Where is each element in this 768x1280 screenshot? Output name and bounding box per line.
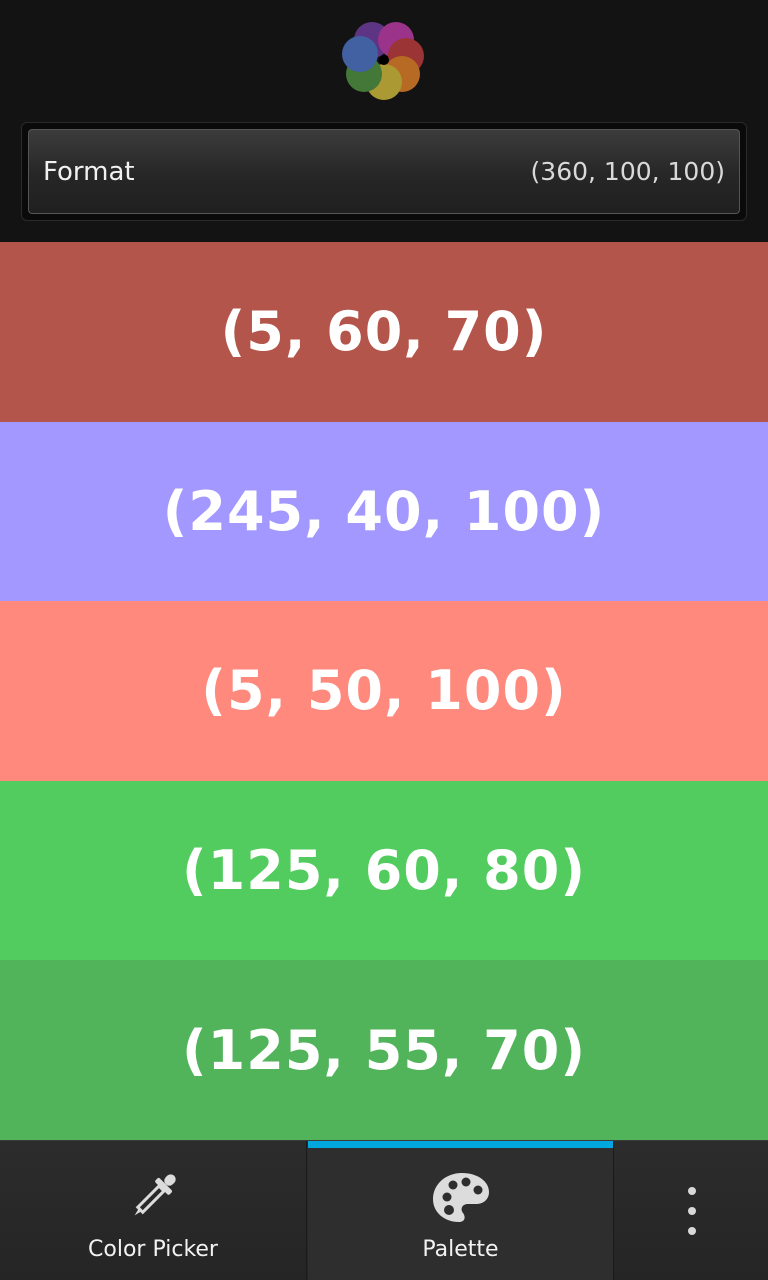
overflow-menu-button[interactable] bbox=[615, 1141, 768, 1280]
swatch-list: (5, 60, 70) (245, 40, 100) (5, 50, 100) … bbox=[0, 242, 768, 1140]
eyedropper-icon bbox=[134, 1174, 176, 1216]
swatch-label: (125, 60, 80) bbox=[182, 839, 586, 903]
swatch-item[interactable]: (5, 60, 70) bbox=[0, 242, 768, 422]
swatch-item[interactable]: (245, 40, 100) bbox=[0, 421, 768, 602]
format-label: Format bbox=[43, 156, 135, 187]
swatch-label: (125, 55, 70) bbox=[182, 1018, 586, 1082]
swatch-label: (5, 50, 100) bbox=[201, 659, 567, 723]
swatch-label: (5, 60, 70) bbox=[220, 300, 548, 364]
swatch-item[interactable]: (125, 55, 70) bbox=[0, 960, 768, 1140]
swatch-label: (245, 40, 100) bbox=[162, 479, 606, 543]
tab-color-picker[interactable]: Color Picker bbox=[0, 1141, 307, 1280]
tab-color-picker-label: Color Picker bbox=[88, 1237, 218, 1262]
more-vertical-icon bbox=[687, 1187, 696, 1235]
app-logo-icon bbox=[342, 22, 424, 100]
swatch-item[interactable]: (125, 60, 80) bbox=[0, 780, 768, 961]
palette-icon bbox=[432, 1173, 489, 1222]
swatch-item[interactable]: (5, 50, 100) bbox=[0, 601, 768, 781]
tab-palette-label: Palette bbox=[422, 1237, 499, 1262]
tab-palette[interactable]: Palette bbox=[308, 1141, 614, 1280]
header: Format (360, 100, 100) bbox=[0, 0, 768, 242]
format-container: Format (360, 100, 100) bbox=[21, 122, 747, 221]
format-value: (360, 100, 100) bbox=[530, 157, 725, 186]
format-dropdown[interactable]: Format (360, 100, 100) bbox=[28, 129, 740, 214]
active-tab-indicator bbox=[308, 1141, 613, 1148]
action-bar: Color Picker Palette bbox=[0, 1140, 768, 1280]
